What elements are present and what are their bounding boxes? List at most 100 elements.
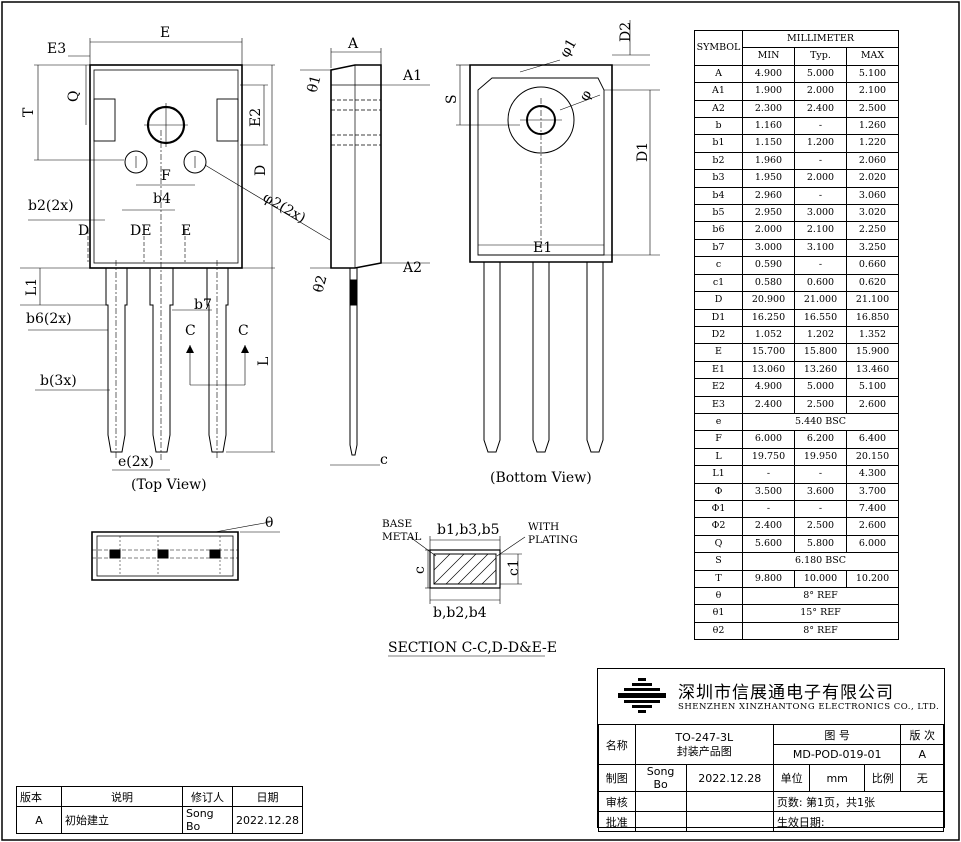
dim-min: 1.160 xyxy=(742,117,795,136)
dim-max: 3.250 xyxy=(846,238,899,258)
dim-typ: 2.000 xyxy=(794,82,847,101)
dim-typ: 5.000 xyxy=(794,378,847,397)
section-c: c xyxy=(412,566,428,574)
top-view-leads xyxy=(105,268,229,453)
dim-phi1: φ1 xyxy=(557,36,580,60)
dim-min: 1.150 xyxy=(742,134,795,153)
dim-max: 7.400 xyxy=(846,499,899,519)
dim-symbol: D2 xyxy=(694,325,743,345)
scale-label: 比例 xyxy=(863,764,902,792)
dim-c: c xyxy=(380,452,388,468)
dim-max: 6.400 xyxy=(846,430,899,449)
dim-symbol: A xyxy=(694,64,743,84)
header-symbol: SYMBOL xyxy=(694,30,743,66)
dim-symbol: θ2 xyxy=(694,621,743,641)
version-value: A xyxy=(900,744,944,765)
dim-typ: 0.600 xyxy=(794,273,847,293)
dim-symbol: Φ2 xyxy=(694,517,743,536)
dim-symbol: b5 xyxy=(694,204,743,223)
dim-min: 9.800 xyxy=(742,569,795,589)
dim-symbol: L xyxy=(694,447,743,467)
dim-max: 5.100 xyxy=(846,64,899,84)
dim-theta1: θ1 xyxy=(305,73,325,94)
dim-symbol: L1 xyxy=(694,465,743,484)
dim-symbol: e xyxy=(694,412,743,432)
dim-max: 2.060 xyxy=(846,151,899,171)
drawing-no-label: 图 号 xyxy=(772,724,902,745)
dim-L: L xyxy=(256,357,272,366)
dim-max: 13.460 xyxy=(846,360,899,380)
dim-value: 6.180 BSC xyxy=(742,552,899,571)
dim-min: 2.400 xyxy=(742,395,795,414)
dim-b7: b7 xyxy=(194,297,212,313)
dim-max: 2.600 xyxy=(846,395,899,414)
dim-max: 1.352 xyxy=(846,325,899,345)
top-view-label: (Top View) xyxy=(131,477,207,493)
dim-phi: φ xyxy=(576,87,595,104)
dim-symbol: D xyxy=(694,291,743,310)
dim-typ: - xyxy=(794,151,847,171)
base-metal-line2: METAL xyxy=(382,531,421,543)
dim-b3x: b(3x) xyxy=(40,373,77,389)
dim-symbol: A1 xyxy=(694,82,743,101)
dim-min: 20.900 xyxy=(742,291,795,310)
dim-max: 20.150 xyxy=(846,447,899,467)
dim-min: 1.900 xyxy=(742,82,795,101)
dim-max: 21.100 xyxy=(846,291,899,310)
dim-E3: E3 xyxy=(47,41,66,57)
dim-b4: b4 xyxy=(153,191,171,207)
dim-min: 2.400 xyxy=(742,517,795,536)
dim-S: S xyxy=(444,94,460,104)
with-plating-line2: PLATING xyxy=(528,534,578,546)
name-label: 名称 xyxy=(598,724,636,765)
dim-value: 15° REF xyxy=(742,604,899,623)
dim-symbol: D1 xyxy=(694,308,743,327)
section-annotations: BASE METAL WITH PLATING xyxy=(382,518,578,546)
header-max: MAX xyxy=(846,47,899,66)
rev-reviser: Song Bo xyxy=(182,806,233,834)
dim-symbol: b6 xyxy=(694,221,743,240)
dim-symbol: Φ xyxy=(694,482,743,501)
dim-typ: 1.202 xyxy=(794,325,847,345)
dim-E: E xyxy=(160,25,170,41)
dim-min: 16.250 xyxy=(742,308,795,327)
dim-symbol: c xyxy=(694,256,743,275)
dim-typ: 3.000 xyxy=(794,204,847,223)
dim-typ: 2.500 xyxy=(794,395,847,414)
dim-max: 1.260 xyxy=(846,117,899,136)
dim-typ: 13.260 xyxy=(794,360,847,380)
rev-version: A xyxy=(16,806,62,834)
dim-min: 2.300 xyxy=(742,99,795,119)
dim-T: T xyxy=(21,107,37,117)
approve-label: 批准 xyxy=(598,811,636,832)
base-metal-line1: BASE xyxy=(382,518,412,530)
dim-typ: 16.550 xyxy=(794,308,847,327)
dim-D: D xyxy=(253,165,269,176)
made-by: Song Bo xyxy=(634,764,687,792)
dim-D2: D2 xyxy=(618,22,634,42)
dim-symbol: E2 xyxy=(694,378,743,397)
side-view xyxy=(300,48,430,466)
dim-symbol: b4 xyxy=(694,186,743,206)
company-name-cn: 深圳市信展通电子有限公司 xyxy=(678,683,894,703)
dim-symbol: E1 xyxy=(694,360,743,380)
dim-value: 8° REF xyxy=(742,586,899,606)
dim-typ: 15.800 xyxy=(794,343,847,362)
rev-desc: 初始建立 xyxy=(61,806,183,834)
unit-value: mm xyxy=(809,764,865,792)
dim-symbol: θ1 xyxy=(694,604,743,623)
side-view-body xyxy=(330,64,382,269)
